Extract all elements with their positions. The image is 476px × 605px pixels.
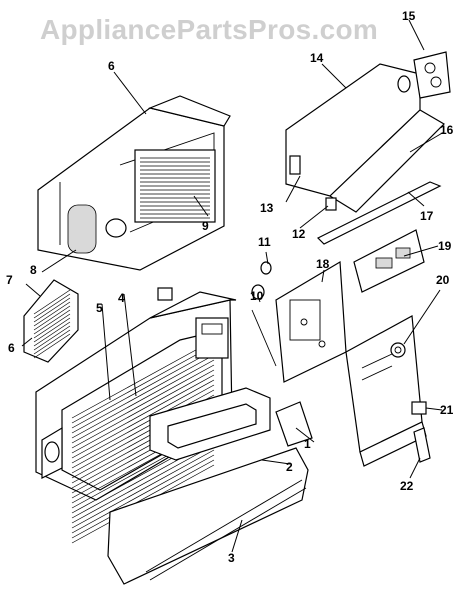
callout-17: 17 bbox=[420, 209, 434, 223]
callout-22: 22 bbox=[400, 479, 414, 493]
coil-fin bbox=[71, 369, 215, 449]
clip-22 bbox=[413, 427, 431, 463]
callout-6-left: 6 bbox=[8, 341, 15, 355]
coil-fin bbox=[71, 349, 215, 429]
callout-13: 13 bbox=[260, 201, 274, 215]
callout-14: 14 bbox=[310, 51, 324, 65]
coil-fin bbox=[71, 354, 215, 434]
coil-fin bbox=[33, 325, 71, 351]
callout-10: 10 bbox=[250, 289, 264, 303]
callout-18: 18 bbox=[316, 257, 330, 271]
coil-fin bbox=[71, 454, 215, 534]
control-panel bbox=[353, 229, 425, 293]
callout-8: 8 bbox=[30, 263, 37, 277]
coil-fin bbox=[71, 459, 215, 539]
fan-motor bbox=[105, 218, 127, 238]
leader-lines bbox=[21, 19, 445, 553]
callout-5: 5 bbox=[96, 301, 103, 315]
coil-fin bbox=[71, 384, 215, 464]
coil-fin bbox=[71, 374, 215, 454]
coil-fin bbox=[71, 449, 215, 529]
coil-fin bbox=[33, 293, 71, 319]
control-box bbox=[195, 317, 229, 359]
bracket-15 bbox=[413, 51, 451, 99]
callout-6-top: 6 bbox=[108, 59, 115, 73]
callout-7: 7 bbox=[6, 273, 13, 287]
front-grille bbox=[149, 387, 271, 461]
callout-labels: 1 2 3 4 5 6 6 7 8 9 10 11 12 13 14 15 16… bbox=[6, 9, 454, 565]
coil-fin bbox=[71, 339, 215, 419]
coil-fin bbox=[71, 359, 215, 439]
small-block bbox=[157, 287, 173, 301]
coil-fin bbox=[33, 333, 71, 359]
compressor bbox=[67, 204, 97, 254]
coil-fin bbox=[33, 313, 71, 339]
connector-21 bbox=[411, 401, 427, 415]
knob-parts bbox=[251, 261, 277, 367]
coil-fin bbox=[33, 305, 71, 331]
coil-fin bbox=[33, 329, 71, 355]
callout-11: 11 bbox=[258, 235, 271, 249]
coil-fin bbox=[71, 344, 215, 424]
coil-fin bbox=[33, 297, 71, 323]
coil-fin bbox=[71, 444, 215, 524]
coil-fin bbox=[33, 317, 71, 343]
coil-fin bbox=[71, 389, 215, 469]
callout-20: 20 bbox=[436, 273, 450, 287]
coil-fin bbox=[71, 379, 215, 459]
coil-fin bbox=[71, 364, 215, 444]
control-bracket bbox=[275, 260, 347, 383]
rail-17 bbox=[316, 181, 442, 245]
main-unit bbox=[35, 287, 237, 544]
callout-3: 3 bbox=[228, 551, 235, 565]
top-cover bbox=[285, 63, 445, 245]
callout-2: 2 bbox=[286, 460, 293, 474]
callout-4: 4 bbox=[118, 291, 125, 305]
callout-21: 21 bbox=[440, 403, 454, 417]
callout-15: 15 bbox=[402, 9, 416, 23]
control-housing bbox=[345, 315, 427, 467]
coil-fin bbox=[33, 309, 71, 335]
filter-part bbox=[275, 401, 313, 447]
callout-16: 16 bbox=[440, 123, 454, 137]
callout-19: 19 bbox=[438, 239, 452, 253]
condenser-coil bbox=[134, 149, 216, 223]
coil-fin bbox=[33, 321, 71, 347]
filter-grille-small bbox=[23, 279, 79, 363]
callout-12: 12 bbox=[292, 227, 306, 241]
coil-fin bbox=[33, 301, 71, 327]
front-cover-panel bbox=[107, 447, 309, 585]
callout-9: 9 bbox=[202, 219, 209, 233]
coil-fin bbox=[33, 289, 71, 315]
watermark: AppliancePartsPros.com bbox=[40, 14, 379, 45]
callout-1: 1 bbox=[304, 437, 311, 451]
